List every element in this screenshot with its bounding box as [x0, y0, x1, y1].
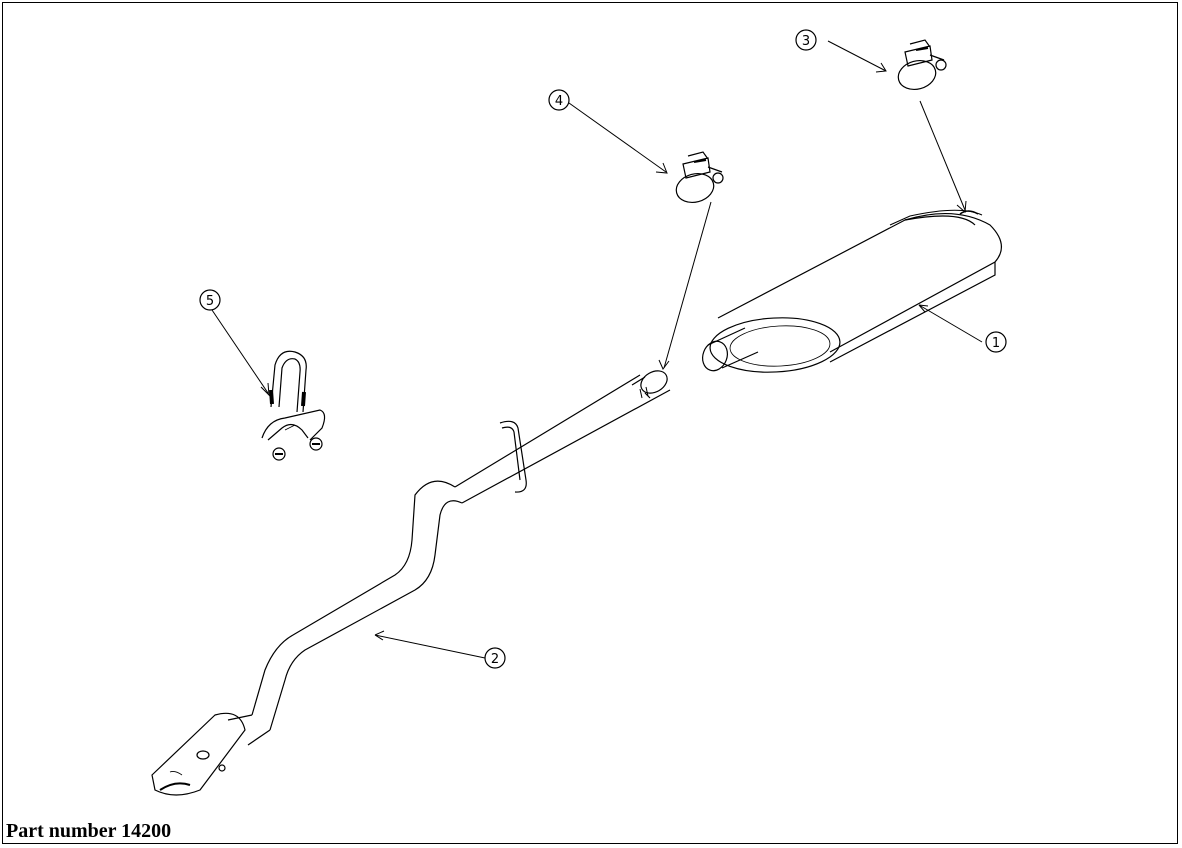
callout-4: 4	[548, 89, 570, 111]
callout-5: 5	[199, 289, 221, 311]
band-clamp-icon	[897, 39, 947, 90]
callout-2-label: 2	[491, 652, 499, 667]
tailpipe-icon	[151, 370, 671, 796]
callout-3-label: 3	[802, 34, 810, 49]
callout-4-label: 4	[555, 94, 563, 109]
part-number-caption: Part number 14200	[6, 820, 172, 842]
callout-1: 1	[985, 331, 1007, 353]
callout-2: 2	[484, 647, 506, 669]
band-clamp-icon	[675, 151, 724, 203]
callout-1-label: 1	[992, 336, 1000, 351]
leader-lines	[211, 40, 983, 659]
muffler-icon	[702, 209, 1002, 373]
u-bolt-clamp-icon	[261, 350, 326, 461]
callout-5-label: 5	[206, 294, 214, 309]
callout-3: 3	[795, 29, 817, 51]
